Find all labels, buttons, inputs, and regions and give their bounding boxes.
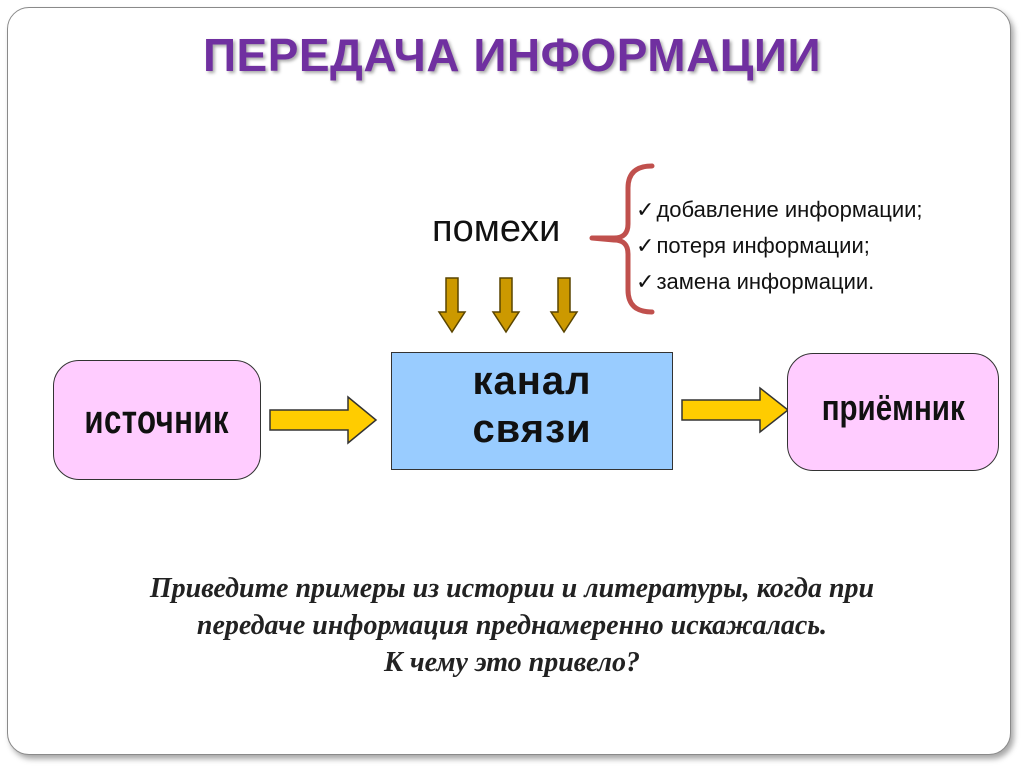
brace-shape [589, 163, 655, 315]
question-line-1: Приведите примеры из истории и литератур… [149, 573, 875, 604]
noise-label: помехи [432, 208, 561, 250]
slide-title: ПЕРЕДАЧА ИНФОРМАЦИИ [202, 29, 822, 81]
arrow-channel-to-receiver [681, 386, 790, 434]
source-node: источник [53, 360, 261, 480]
noise-arrows [437, 277, 579, 334]
discussion-question: Приведите примеры из истории и литератур… [40, 570, 984, 681]
question-line-2: передаче информация преднамеренно искажа… [196, 610, 828, 641]
noise-arrow-middle [491, 277, 521, 334]
arrow-source-to-channel [269, 395, 378, 445]
receiver-label: приёмник [821, 387, 965, 428]
noise-effect-item: потеря информации; [636, 228, 923, 264]
channel-label-line2: связи [472, 407, 592, 451]
noise-effect-item: добавление информации; [636, 192, 922, 228]
question-line-3: К чему это привело? [383, 647, 641, 678]
source-label: источник [84, 397, 230, 442]
noise-arrow-right [549, 277, 579, 334]
channel-label-line1: канал [472, 359, 592, 403]
noise-effect-item: замена информации. [636, 264, 923, 300]
receiver-node: приёмник [787, 353, 999, 471]
noise-arrow-left [437, 277, 467, 334]
channel-node: канал связи [391, 352, 673, 470]
noise-effects-list: добавление информации; потеря информации… [636, 192, 923, 300]
